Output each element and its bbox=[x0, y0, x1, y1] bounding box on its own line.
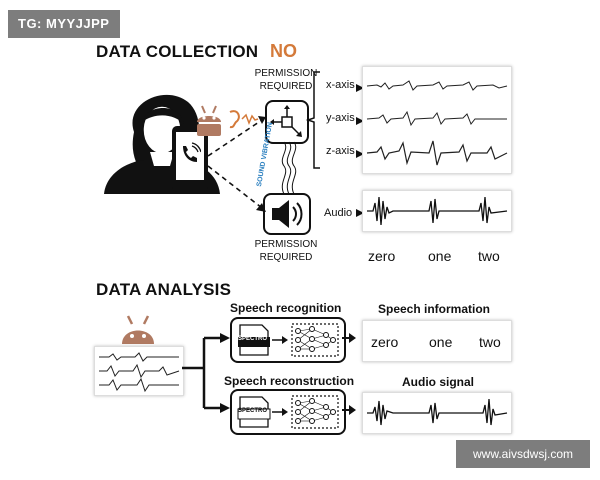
recognition-output-arrow bbox=[342, 333, 356, 343]
speech-recognition-box bbox=[230, 317, 346, 363]
branch-arrows bbox=[182, 333, 230, 413]
input-waveforms bbox=[99, 352, 180, 393]
smartphone-icon bbox=[172, 126, 208, 192]
z-axis-label: z-axis bbox=[326, 145, 355, 157]
data-analysis-title: DATA ANALYSIS bbox=[96, 280, 232, 299]
word-zero: zero bbox=[368, 248, 396, 264]
watermark-tag: TG: MYYJJPP bbox=[8, 10, 120, 38]
accelerometer-icon bbox=[270, 105, 302, 137]
word-one: one bbox=[428, 248, 452, 264]
speech-reconstruction-label: Speech reconstruction bbox=[224, 374, 355, 388]
input-signal-panel bbox=[94, 346, 184, 396]
result-word-one: one bbox=[429, 334, 453, 350]
x-axis-label: x-axis bbox=[326, 79, 355, 91]
dashed-arrows bbox=[207, 116, 266, 212]
reconstructed-audio-panel bbox=[362, 392, 512, 434]
no-permission-label: NO bbox=[270, 41, 297, 61]
recognition-pipeline bbox=[238, 323, 339, 357]
watermark-site: www.aivsdwsj.com bbox=[456, 440, 590, 468]
speech-information-label: Speech information bbox=[378, 302, 491, 316]
speech-recognition-label: Speech recognition bbox=[230, 301, 342, 315]
result-word-zero: zero bbox=[371, 334, 399, 350]
reconstruction-pipeline bbox=[237, 395, 339, 429]
data-collection-title: DATA COLLECTION bbox=[96, 42, 259, 61]
speaker-icon bbox=[272, 200, 303, 228]
y-axis-label: y-axis bbox=[326, 112, 355, 124]
speech-information-panel: zero one two bbox=[362, 320, 512, 362]
word-two: two bbox=[478, 248, 500, 264]
accelerometer-waveforms bbox=[366, 80, 508, 166]
permission-required-top: PERMISSION REQUIRED bbox=[254, 68, 318, 92]
reconstructed-waveform bbox=[367, 398, 508, 426]
spectro-label-bottom: SPECTRO bbox=[238, 408, 268, 414]
robot-icon-large bbox=[122, 315, 154, 344]
speech-reconstruction-box bbox=[230, 389, 346, 435]
speaker-box bbox=[263, 193, 311, 235]
permission-required-bottom: PERMISSION REQUIRED bbox=[254, 239, 318, 263]
robot-icon-small bbox=[197, 105, 221, 136]
audio-signal-panel bbox=[362, 190, 512, 232]
ear-icon bbox=[229, 110, 259, 129]
audio-label: Audio bbox=[324, 207, 353, 219]
accelerometer-signal-panel bbox=[362, 66, 512, 174]
result-word-two: two bbox=[479, 334, 501, 350]
vibration-waves bbox=[281, 141, 297, 195]
spectro-label-top: SPECTRO bbox=[238, 336, 268, 342]
phone-call-icon bbox=[183, 142, 201, 162]
accelerometer-box bbox=[265, 100, 309, 144]
axis-bracket bbox=[306, 71, 320, 169]
signal-arrows bbox=[356, 84, 364, 217]
reconstruction-output-arrow bbox=[342, 405, 356, 415]
audio-signal-label: Audio signal bbox=[402, 375, 474, 389]
audio-waveform bbox=[367, 196, 508, 226]
